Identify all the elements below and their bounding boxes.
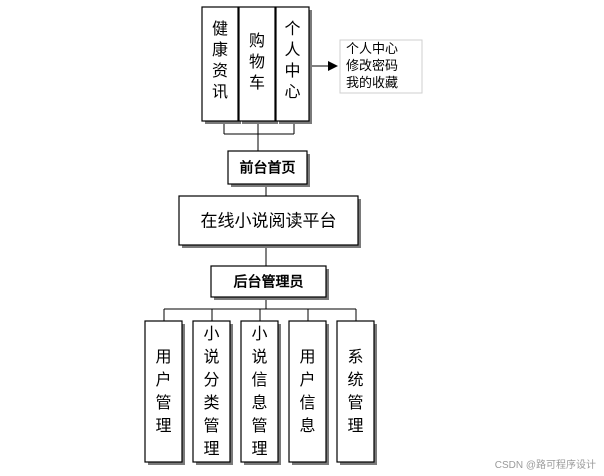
platform-node: 在线小说阅读平台 (178, 195, 361, 248)
front-modules: 健康资讯 购物车 个人中心 (201, 6, 312, 124)
watermark: CSDN @路可程序设计 (495, 458, 596, 471)
front-module-health-news: 健康资讯 (201, 6, 241, 124)
front-home-node: 前台首页 (227, 150, 310, 187)
back-module-system-management: 系统管理 (336, 320, 377, 465)
platform-label: 在线小说阅读平台 (201, 212, 337, 232)
admin-label: 后台管理员 (234, 274, 304, 291)
arrow-head (328, 61, 338, 71)
back-module-label: 用户管理 (155, 347, 171, 435)
back-module-novel-category-management: 小说分类管理 (192, 320, 233, 465)
back-module-user-info: 用户信息 (288, 320, 329, 465)
personal-center-callout: 个人中心 修改密码 我的收藏 (339, 39, 423, 94)
callout-line-3: 我的收藏 (346, 75, 398, 91)
back-modules: 用户管理 小说分类管理 小说信息管理 用户信息 系统管理 (144, 320, 377, 465)
front-home-label: 前台首页 (240, 160, 296, 177)
back-module-user-management: 用户管理 (144, 320, 185, 465)
back-module-novel-info-management: 小说信息管理 (240, 320, 281, 465)
callout-line-1: 个人中心 (346, 42, 398, 57)
front-module-label: 个人中心 (284, 19, 300, 101)
admin-node: 后台管理员 (210, 265, 329, 300)
callout-line-2: 修改密码 (346, 58, 398, 74)
back-module-label: 小说信息管理 (251, 324, 267, 458)
front-module-cart: 购物车 (238, 6, 278, 124)
back-module-label: 系统管理 (347, 347, 363, 435)
front-module-label: 购物车 (249, 31, 265, 92)
front-module-label: 健康资讯 (212, 19, 228, 101)
front-module-personal-center: 个人中心 (275, 6, 312, 124)
back-module-label: 用户信息 (299, 347, 315, 435)
back-module-label: 小说分类管理 (203, 324, 219, 458)
